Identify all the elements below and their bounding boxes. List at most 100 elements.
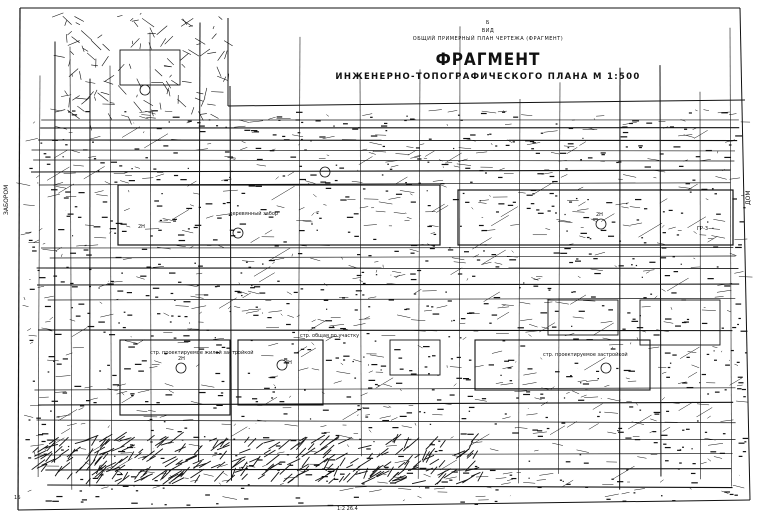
plan-line	[82, 47, 89, 52]
annotation-speck	[79, 490, 83, 492]
plan-line	[346, 471, 358, 483]
plan-line	[557, 221, 573, 223]
annotation-speck	[448, 247, 451, 249]
annotation-speck	[203, 294, 209, 296]
plan-line	[450, 267, 463, 275]
annotation-speck	[244, 498, 249, 500]
annotation-speck	[415, 147, 421, 149]
plan-line	[189, 245, 194, 249]
annotation-speck	[668, 209, 673, 212]
annotation-speck	[389, 168, 393, 170]
plan-line	[165, 428, 174, 430]
plan-line	[230, 158, 236, 160]
plan-line	[219, 450, 228, 460]
annotation-speck	[395, 382, 403, 384]
plan-line	[40, 463, 48, 473]
plan-line	[383, 461, 392, 468]
annotation-speck	[483, 250, 485, 252]
plan-line	[736, 400, 749, 403]
plan-line	[157, 246, 171, 250]
annotation-speck	[417, 269, 422, 272]
plan-line	[196, 92, 204, 95]
plan-line	[250, 237, 260, 243]
annotation-speck	[382, 145, 386, 148]
plan-line	[191, 107, 195, 115]
plan-line	[375, 471, 385, 477]
plan-line	[470, 471, 481, 477]
annotation-speck	[547, 210, 551, 212]
plan-line	[275, 176, 279, 180]
annotation-speck	[474, 503, 479, 505]
plan-line	[276, 451, 285, 454]
plan-line	[614, 265, 618, 268]
plan-line	[108, 280, 110, 282]
plan-line	[549, 425, 566, 435]
plan-line	[120, 180, 129, 184]
plan-line	[154, 436, 169, 447]
annotation-speck	[632, 318, 636, 320]
annotation-speck	[342, 329, 348, 331]
annotation-speck	[410, 278, 417, 281]
plan-line	[73, 164, 84, 167]
plan-line	[666, 277, 689, 292]
plan-line	[109, 102, 115, 104]
annotation-speck	[671, 292, 677, 294]
annotation-speck	[279, 461, 286, 463]
annotation-speck	[380, 365, 387, 367]
plan-line	[245, 465, 256, 468]
plan-line	[531, 277, 539, 281]
plan-line	[276, 205, 285, 208]
plan-line	[471, 207, 474, 210]
annotation-speck	[370, 135, 378, 137]
plan-line	[263, 449, 271, 455]
plan-line	[68, 68, 79, 77]
plan-line	[519, 301, 531, 305]
plan-line	[521, 114, 533, 116]
plan-line	[375, 377, 394, 389]
plan-line	[191, 305, 207, 309]
annotation-speck	[424, 366, 428, 368]
annotation-speck	[274, 245, 279, 247]
plan-line	[207, 51, 217, 55]
plan-line	[626, 401, 632, 403]
annotation-speck	[186, 504, 191, 506]
plan-line	[465, 138, 476, 142]
annotation-speck	[429, 423, 432, 425]
annotation-speck	[80, 478, 84, 481]
annotation-speck	[198, 391, 206, 394]
plan-line	[645, 271, 650, 274]
annotation-speck	[71, 110, 76, 112]
plan-line	[145, 228, 160, 230]
plan-line	[84, 461, 90, 465]
annotation-speck	[110, 280, 114, 283]
annotation-speck	[362, 282, 366, 285]
plan-line	[227, 99, 746, 107]
annotation-speck	[29, 288, 35, 290]
plan-line	[534, 449, 539, 452]
plan-line	[81, 45, 85, 52]
plan-line	[693, 231, 697, 234]
title-line1: Б	[486, 20, 490, 26]
plan-line	[27, 328, 32, 331]
plan-line	[696, 407, 713, 418]
plan-line	[240, 147, 248, 150]
plan-line	[85, 434, 99, 441]
plan-line	[357, 458, 372, 468]
annotation-speck	[489, 322, 492, 324]
plan-line	[149, 32, 152, 455]
annotation-speck	[459, 225, 462, 227]
annotation-speck	[569, 201, 573, 203]
annotation-speck	[641, 237, 644, 239]
annotation-speck	[181, 439, 184, 441]
annotation-speck	[60, 281, 65, 283]
annotation-speck	[212, 239, 218, 241]
plan-line	[481, 261, 492, 265]
annotation-speck	[409, 370, 413, 372]
plan-line	[120, 436, 135, 448]
annotation-speck	[629, 122, 633, 125]
plan-line	[99, 438, 107, 447]
plan-line	[188, 49, 200, 57]
annotation-speck	[676, 234, 680, 236]
annotation-speck	[178, 239, 186, 242]
plan-line	[180, 18, 194, 27]
